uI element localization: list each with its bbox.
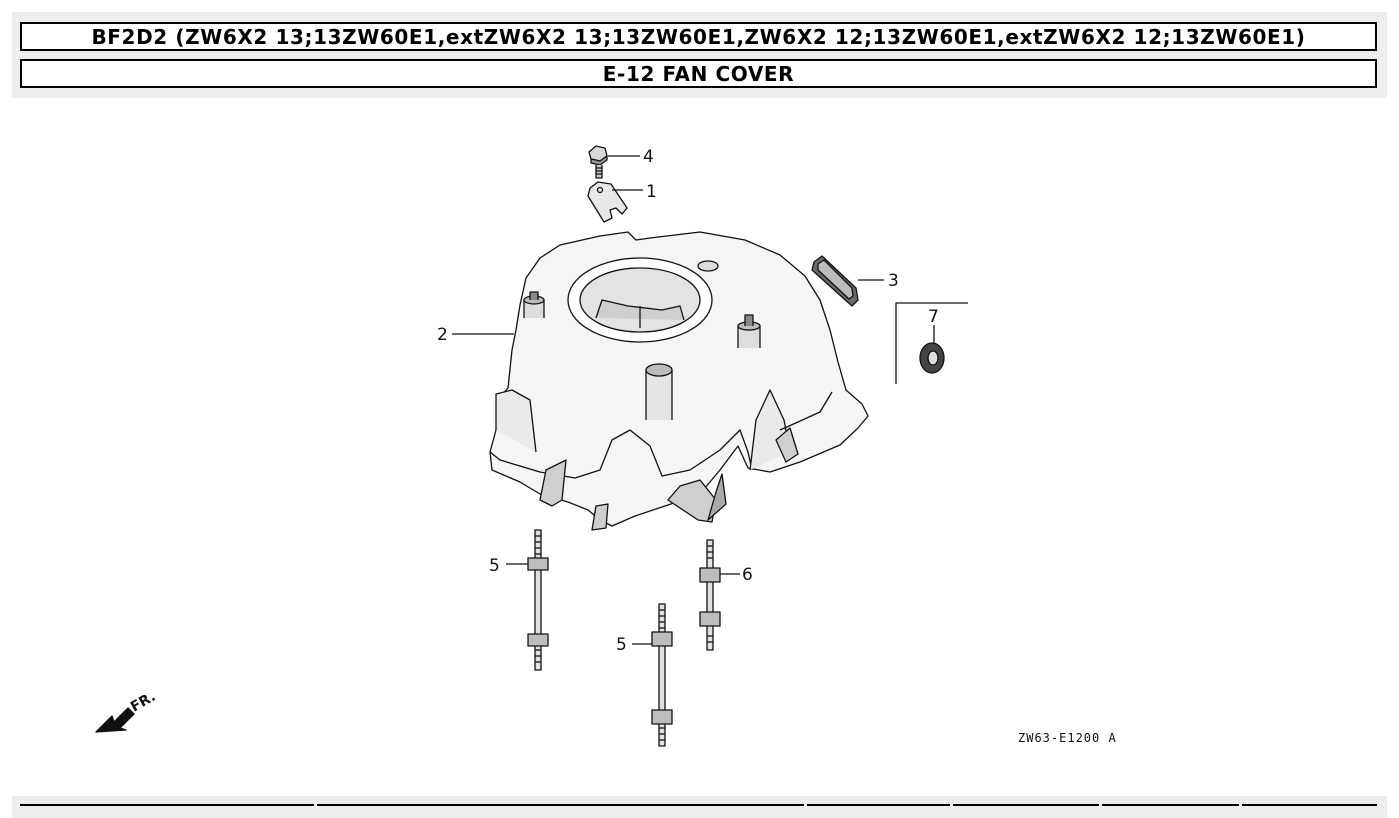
footer-column bbox=[953, 804, 1099, 818]
stud-bolt-part-6[interactable] bbox=[699, 539, 740, 651]
callout-5b: 5 bbox=[616, 635, 627, 655]
stud-bolt-part-5a[interactable] bbox=[506, 529, 549, 671]
callout-4: 4 bbox=[643, 147, 654, 167]
nut-part-7[interactable] bbox=[895, 302, 968, 384]
footer-column bbox=[102, 804, 314, 818]
stud-bolt-part-5b[interactable] bbox=[632, 603, 673, 747]
flange-bolt-part-4[interactable] bbox=[588, 145, 640, 179]
front-label: FR. bbox=[128, 689, 158, 716]
footer-column bbox=[20, 804, 107, 818]
fan-cover-part-2[interactable] bbox=[452, 231, 869, 531]
callout-7: 7 bbox=[928, 307, 939, 327]
callout-3: 3 bbox=[888, 271, 899, 291]
drawing-code: ZW63-E1200 A bbox=[1018, 731, 1117, 745]
section-title: E-12 FAN COVER bbox=[20, 59, 1377, 88]
footer-column bbox=[317, 804, 804, 818]
header: BF2D2 (ZW6X2 13;13ZW60E1,extZW6X2 13;13Z… bbox=[12, 12, 1387, 98]
parts-diagram: 4 1 3 7 2 5 6 5 FR. ZW63-E1200 A bbox=[95, 145, 1117, 747]
front-direction-arrow-icon bbox=[95, 707, 135, 733]
footer-table-header bbox=[12, 796, 1387, 818]
callout-1: 1 bbox=[646, 182, 657, 202]
callout-5a: 5 bbox=[489, 556, 500, 576]
bracket-plate-part-1[interactable] bbox=[587, 181, 643, 223]
footer-column bbox=[807, 804, 950, 818]
footer-column bbox=[1102, 804, 1239, 818]
rubber-seal-part-3[interactable] bbox=[811, 255, 884, 307]
callout-6: 6 bbox=[742, 565, 753, 585]
callout-2: 2 bbox=[437, 325, 448, 345]
model-title: BF2D2 (ZW6X2 13;13ZW60E1,extZW6X2 13;13Z… bbox=[20, 22, 1377, 51]
footer-column bbox=[1242, 804, 1377, 818]
